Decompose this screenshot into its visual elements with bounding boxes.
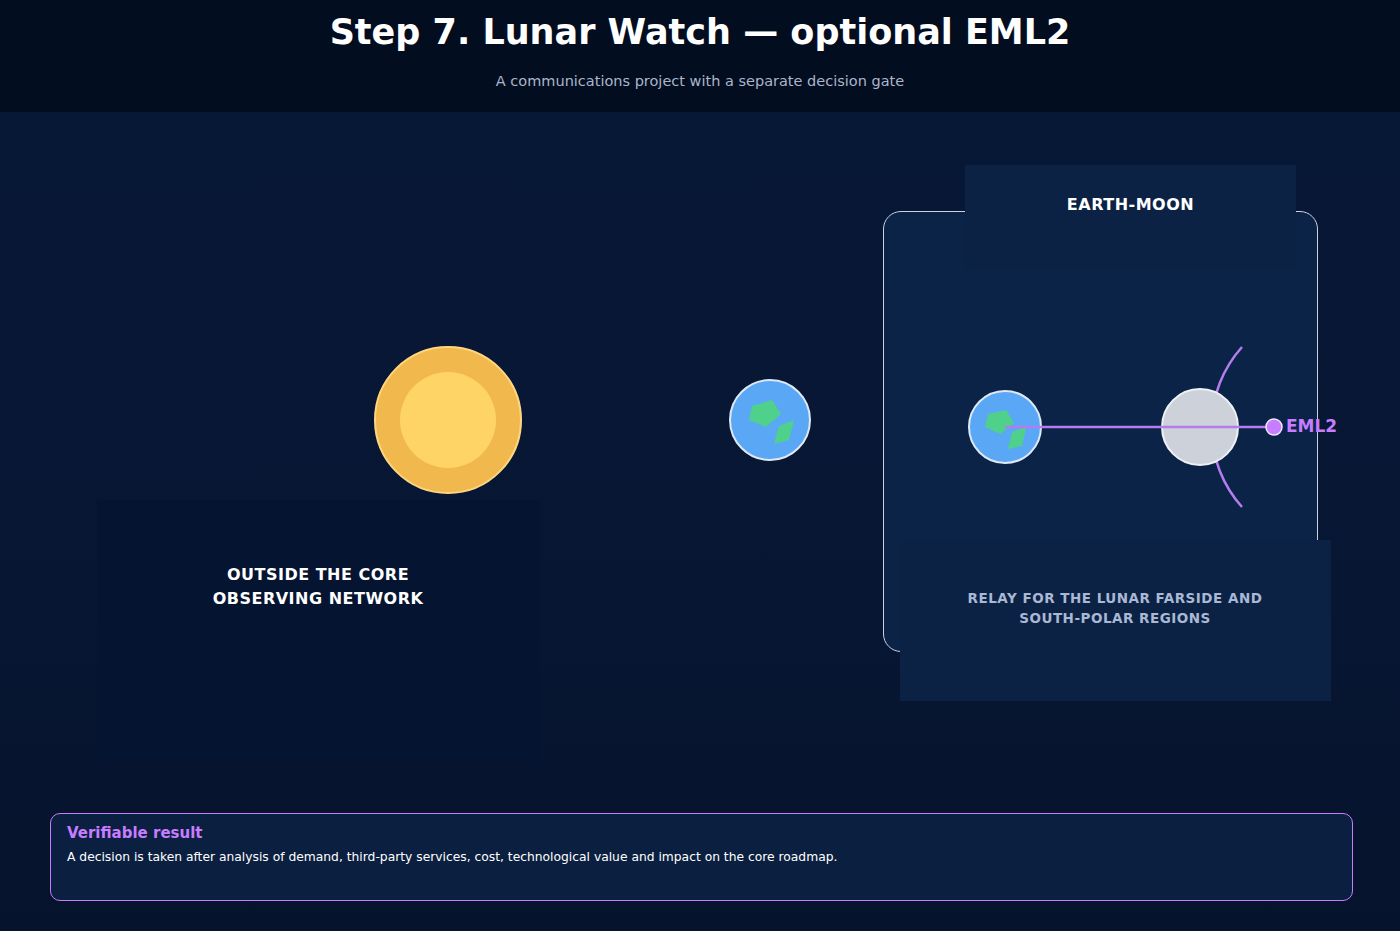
continent [749, 400, 781, 427]
node-text: RELAY FOR THE LUNAR FARSIDE AND SOUTH-PO… [965, 588, 1265, 628]
diagram-caption: A communications project with a separate… [0, 73, 1400, 89]
earth-moon-panel: EARTH-MOONRELAY FOR THE LUNAR FARSIDE AN… [883, 211, 1318, 652]
relay-box: RELAY FOR THE LUNAR FARSIDE AND SOUTH-PO… [900, 540, 1331, 701]
node-text: EARTH-MOON [965, 165, 1296, 270]
node-text: OUTSIDE THE CORE OBSERVING NETWORK [193, 563, 443, 611]
node-text: A decision is taken after analysis of de… [67, 850, 1327, 864]
context-box: OUTSIDE THE CORE OBSERVING NETWORK [97, 500, 540, 760]
continent [774, 420, 794, 444]
node-text: Verifiable result [67, 824, 203, 842]
point-label: EML2 [1286, 416, 1337, 436]
sun [375, 347, 521, 493]
result-box: Verifiable result A decision is taken aft… [50, 813, 1353, 901]
earth [730, 380, 810, 460]
sun-core [400, 372, 496, 468]
diagram-title: Step 7. Lunar Watch — optional EML2 [0, 12, 1400, 52]
